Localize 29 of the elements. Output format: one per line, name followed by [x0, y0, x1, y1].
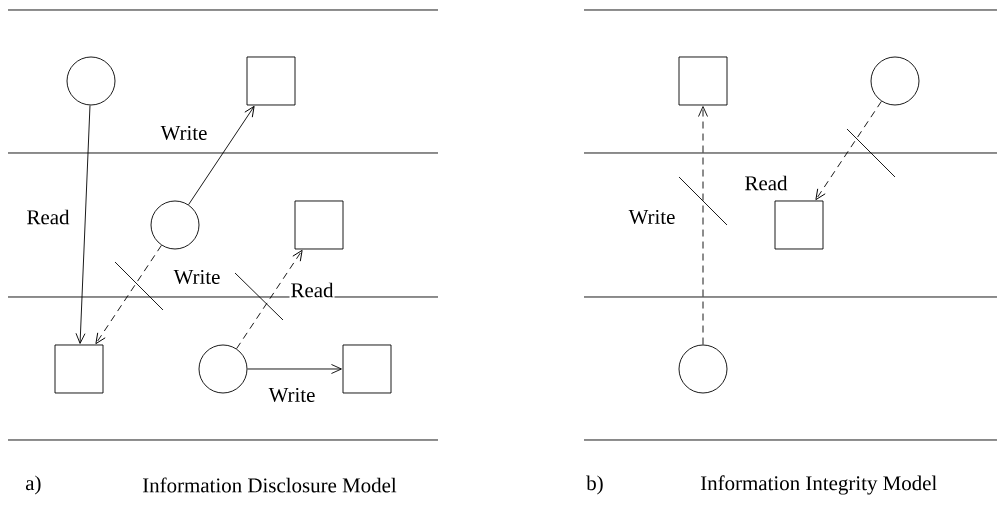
edge-label: Read [289, 281, 335, 299]
arrow [815, 100, 882, 201]
edge-label: Write [172, 268, 222, 286]
circle [66, 56, 116, 106]
square [246, 56, 296, 106]
caption: b) [586, 475, 603, 495]
edge-label: Write [159, 124, 209, 142]
arrow [247, 364, 342, 374]
arrow [188, 105, 255, 206]
edge-label: Write [267, 386, 317, 404]
caption: a) [25, 475, 41, 495]
caption: Information Disclosure Model [142, 477, 397, 493]
square [294, 200, 344, 250]
caption: Information Integrity Model [700, 475, 937, 495]
edge-label: Read [743, 174, 789, 192]
circle [678, 344, 728, 394]
circle [150, 200, 200, 250]
edge-label: Read [25, 208, 71, 226]
square [54, 344, 104, 394]
arrow [236, 249, 303, 350]
circle [198, 344, 248, 394]
arrow [698, 106, 708, 345]
circle [870, 56, 920, 106]
arrow [95, 244, 162, 345]
square [678, 56, 728, 106]
square [342, 344, 392, 394]
arrow [75, 104, 91, 344]
square [774, 200, 824, 250]
edge-label: Write [627, 208, 677, 226]
